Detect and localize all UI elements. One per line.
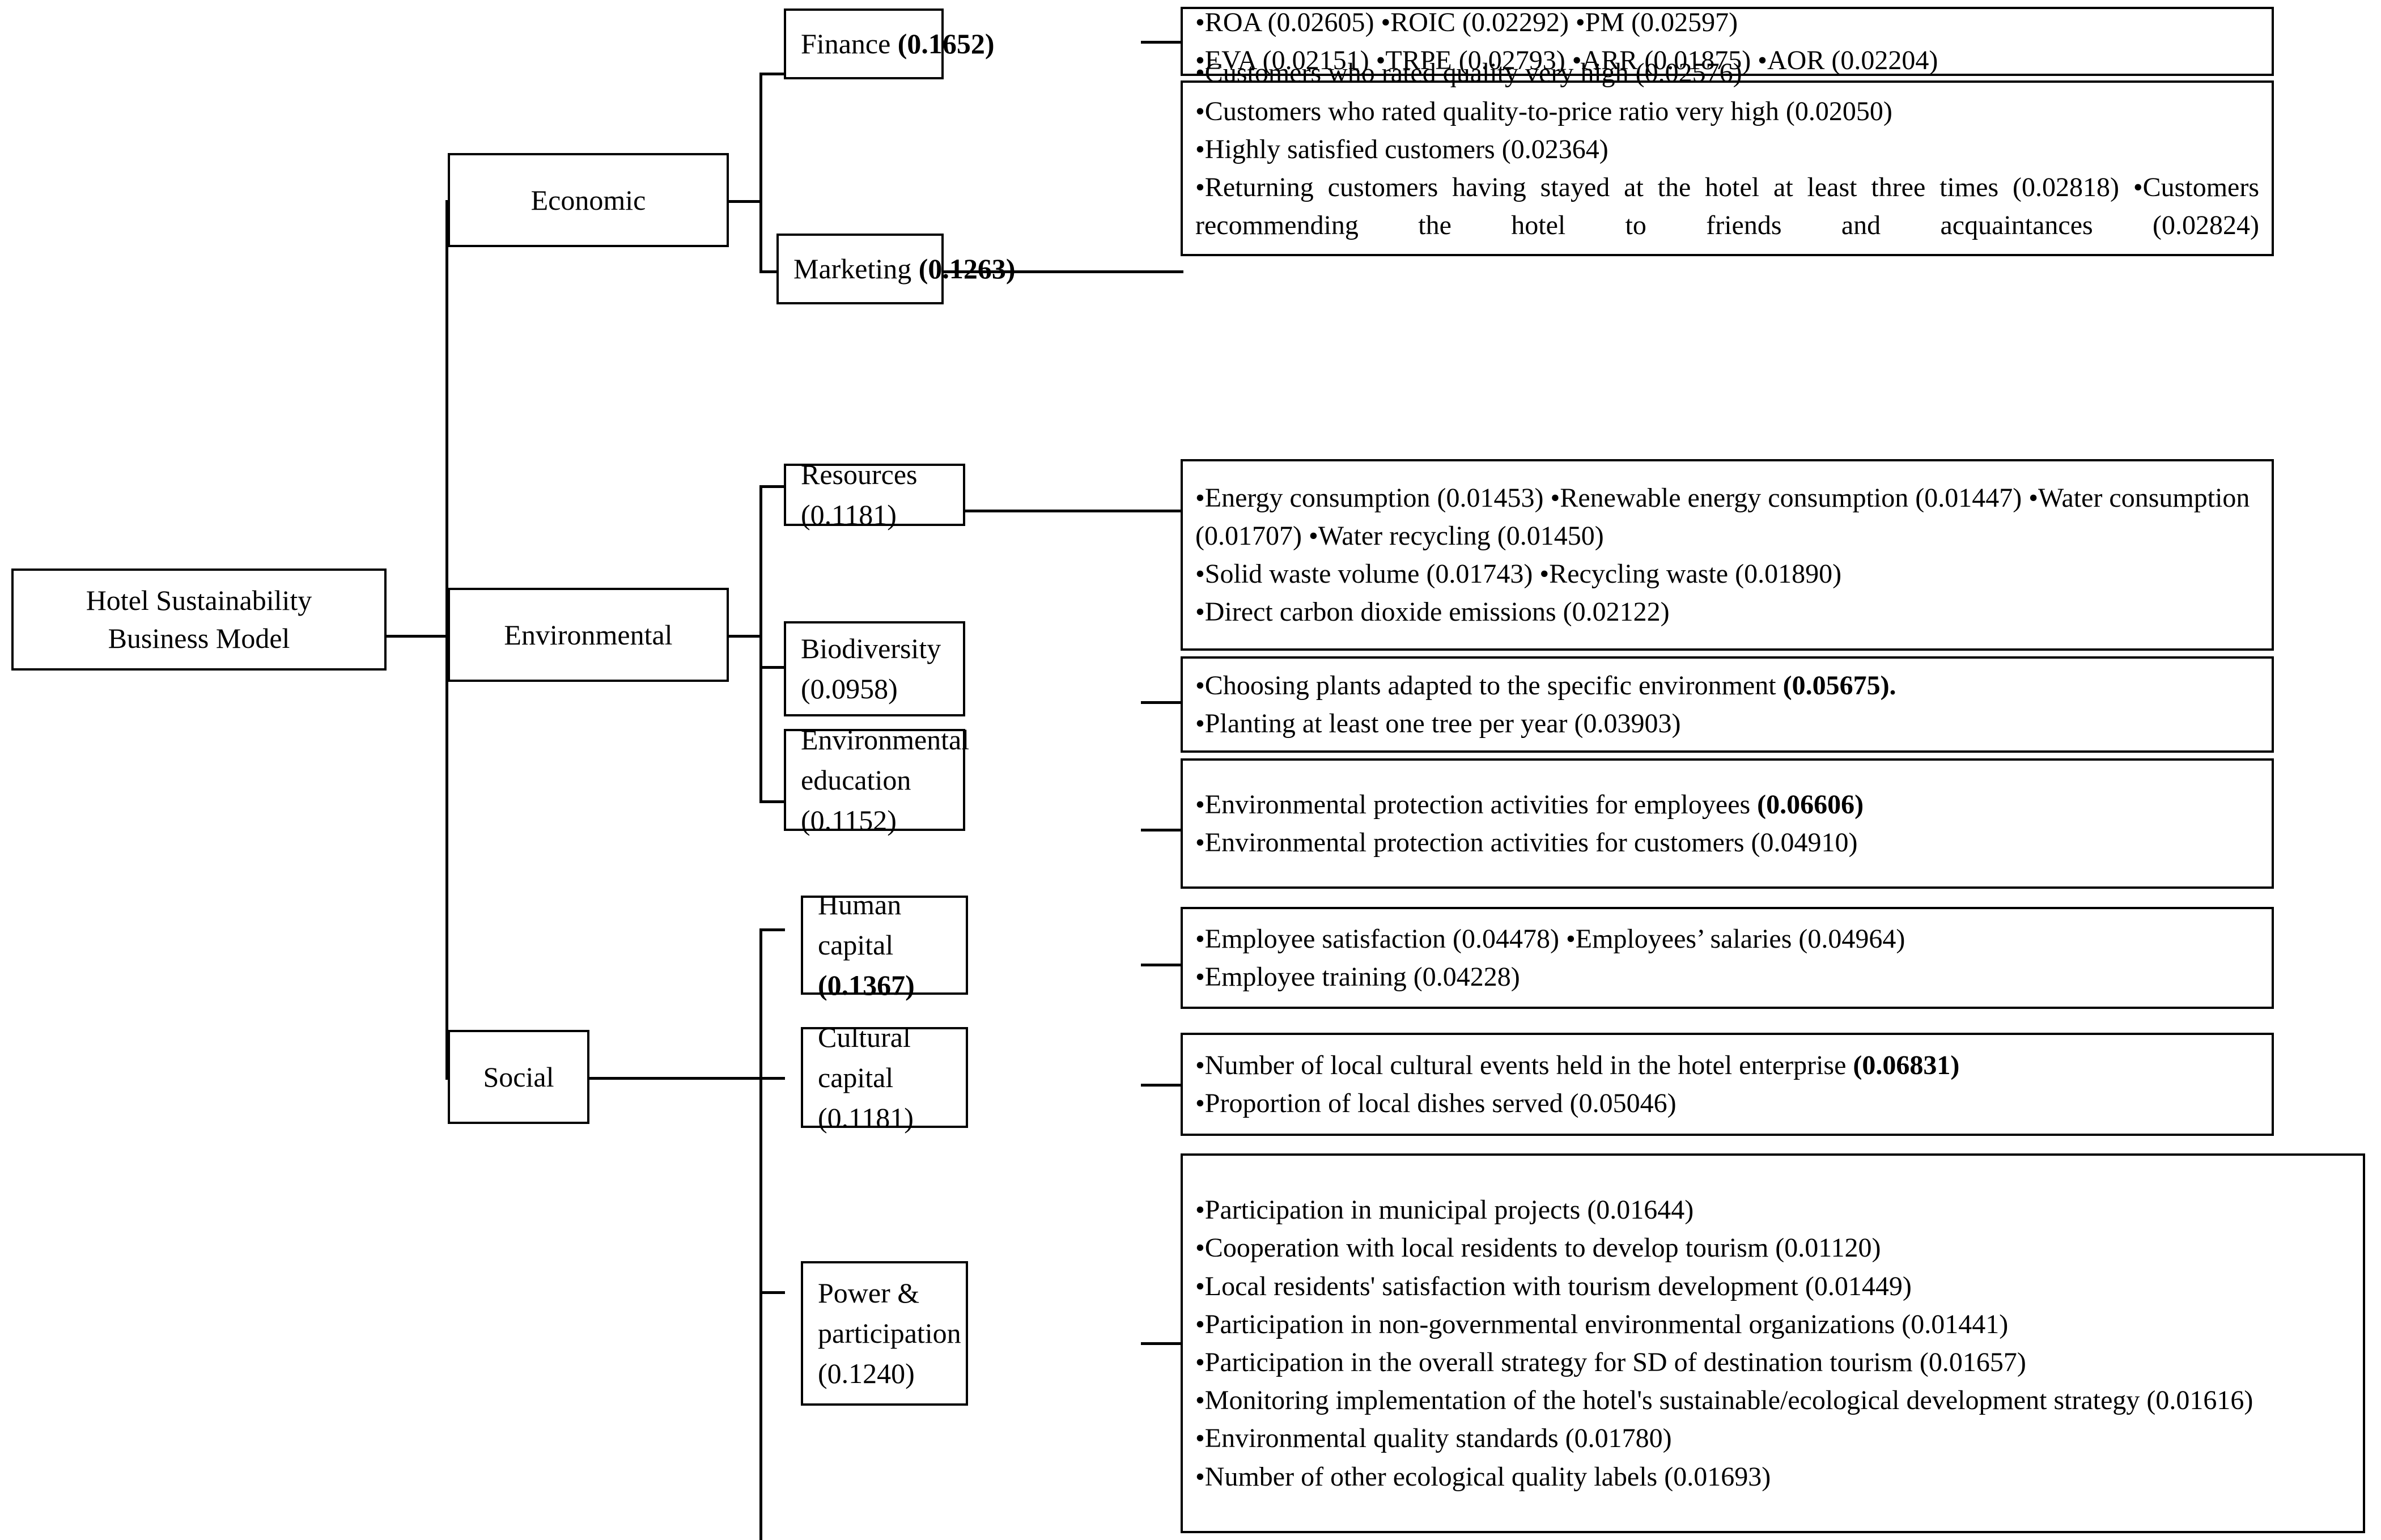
subcriterion-environmental-education[interactable]: Environmental education (0.1152)	[784, 724, 969, 836]
connector-environmental-spine	[728, 635, 762, 638]
connector-power-indicators	[1141, 1342, 1183, 1345]
connector-spine-power-participation	[759, 1291, 785, 1294]
indicator-line: •Solid waste volume (0.01743) •Recycling…	[1195, 559, 1842, 589]
connector-biodiversity-indicators	[1141, 701, 1183, 704]
indicators-human-capital: •Employee satisfaction (0.04478) •Employ…	[1181, 907, 2274, 1009]
indicator-line: •Energy consumption (0.01453) •Renewable…	[1195, 482, 2250, 551]
indicators-finance: •ROA (0.02605) •ROIC (0.02292) •PM (0.02…	[1181, 7, 2274, 76]
subcriterion-finance-weight: (0.1652)	[897, 28, 995, 60]
indicator-line: •Returning customers having stayed at th…	[1195, 172, 2259, 241]
indicator-line: •Proportion of local dishes served (0.05…	[1195, 1088, 1677, 1118]
subcriterion-resources[interactable]: Resources (0.1181)	[784, 459, 965, 531]
indicator-line: •Planting at least one tree per year (0.…	[1195, 709, 1681, 739]
indicator-line: •Monitoring implementation of the hotel'…	[1195, 1385, 2253, 1454]
connector-spine-cultural-capital	[759, 1077, 785, 1080]
subcriterion-biodiversity-label: Biodiversity (0.0958)	[801, 633, 941, 705]
indicators-environmental-education: •Environmental protection activities for…	[1181, 758, 2274, 889]
indicator-value: (0.05675).	[1782, 670, 1896, 701]
indicator-line: •Customers who rated quality-to-price ra…	[1195, 96, 1892, 126]
connector-spine-finance	[759, 73, 785, 75]
indicators-marketing: •Customers who rated quality very high (…	[1181, 58, 2274, 256]
criterion-environmental-label: Environmental	[504, 618, 673, 651]
indicator-line: •Participation in municipal projects (0.…	[1195, 1195, 1694, 1225]
subcriterion-resources-label: Resources (0.1181)	[801, 459, 918, 531]
subcriterion-cultural-capital-label: Cultural capital (0.1181)	[818, 1021, 914, 1134]
criterion-economic[interactable]: Economic	[448, 153, 729, 247]
indicators-biodiversity: •Choosing plants adapted to the specific…	[1181, 656, 2274, 753]
criterion-social-label: Social	[483, 1060, 554, 1093]
spine-environmental	[759, 486, 762, 803]
connector-economic-spine	[728, 200, 762, 203]
indicator-line: •Environmental protection activities for…	[1195, 828, 1858, 858]
subcriterion-cultural-capital[interactable]: Cultural capital (0.1181)	[801, 1021, 968, 1134]
subcriterion-power-participation[interactable]: Power & participation (0.1240)	[801, 1261, 968, 1406]
connector-social-spine	[589, 1077, 762, 1080]
connector-human-capital-indicators	[1141, 964, 1183, 966]
indicator-line: •Direct carbon dioxide emissions (0.0212…	[1195, 597, 1670, 627]
spine-social	[759, 930, 762, 1540]
indicator-line: •Number of local cultural events held in…	[1195, 1050, 1960, 1080]
indicator-line: •Environmental protection activities for…	[1195, 789, 1864, 820]
connector-resources-indicators	[964, 510, 1183, 512]
criterion-environmental[interactable]: Environmental	[448, 588, 729, 682]
indicators-cultural-capital: •Number of local cultural events held in…	[1181, 1033, 2274, 1136]
connector-spine-marketing	[759, 270, 785, 273]
indicator-line: •Cooperation with local residents to dev…	[1195, 1233, 1881, 1263]
indicator-line: •Participation in the overall strategy f…	[1195, 1347, 2026, 1377]
indicator-line: •Customers who rated quality very high (…	[1195, 58, 1742, 88]
spine-economic	[759, 74, 762, 272]
connector-trunk-vertical	[445, 201, 448, 1079]
indicators-resources: •Energy consumption (0.01453) •Renewable…	[1181, 459, 2274, 651]
criterion-economic-label: Economic	[530, 184, 646, 216]
subcriterion-human-capital-weight: (0.1367)	[818, 969, 915, 1001]
subcriterion-power-participation-label: Power & participation (0.1240)	[818, 1277, 961, 1389]
connector-spine-resources	[759, 485, 785, 488]
subcriterion-marketing[interactable]: Marketing (0.1263)	[776, 234, 1016, 304]
indicator-line: •Number of other ecological quality labe…	[1195, 1461, 1771, 1492]
subcriterion-human-capital[interactable]: Human capital (0.1367)	[801, 889, 968, 1001]
indicator-line: •Local residents' satisfaction with tour…	[1195, 1271, 1912, 1301]
indicator-value: (0.06831)	[1853, 1050, 1960, 1080]
criterion-social[interactable]: Social	[448, 1030, 589, 1124]
indicator-line: •Participation in non-governmental envir…	[1195, 1309, 2009, 1339]
root-label: Hotel Sustainability Business Model	[86, 584, 312, 654]
subcriterion-environmental-education-label: Environmental education (0.1152)	[801, 723, 970, 836]
root-node[interactable]: Hotel Sustainability Business Model	[11, 569, 387, 671]
indicators-power-participation: •Participation in municipal projects (0.…	[1181, 1153, 2365, 1533]
connector-finance-indicators	[1141, 41, 1183, 44]
connector-marketing-indicators	[943, 270, 1183, 273]
connector-spine-envedu	[759, 800, 785, 803]
indicator-line: •EVA (0.02151) •TRPE (0.02793) •ARR (0.0…	[1195, 45, 1938, 75]
indicator-line: •Employee satisfaction (0.04478) •Employ…	[1195, 923, 1905, 954]
subcriterion-marketing-weight: (0.1263)	[918, 253, 1016, 285]
indicator-line: •ROA (0.02605) •ROIC (0.02292) •PM (0.02…	[1195, 7, 1738, 37]
subcriterion-biodiversity[interactable]: Biodiversity (0.0958)	[784, 621, 965, 716]
indicator-line: •Highly satisfied customers (0.02364)	[1195, 134, 1608, 164]
subcriterion-finance[interactable]: Finance (0.1652)	[784, 9, 995, 79]
connector-cultural-capital-indicators	[1141, 1084, 1183, 1087]
indicator-line: •Employee training (0.04228)	[1195, 962, 1520, 992]
connector-envedu-indicators	[1141, 829, 1183, 831]
connector-spine-human-capital	[759, 928, 785, 931]
connector-root-trunk	[387, 635, 448, 638]
indicator-value: (0.06606)	[1757, 789, 1864, 820]
connector-spine-biodiversity	[759, 666, 785, 669]
indicator-line: •Choosing plants adapted to the specific…	[1195, 670, 1896, 701]
